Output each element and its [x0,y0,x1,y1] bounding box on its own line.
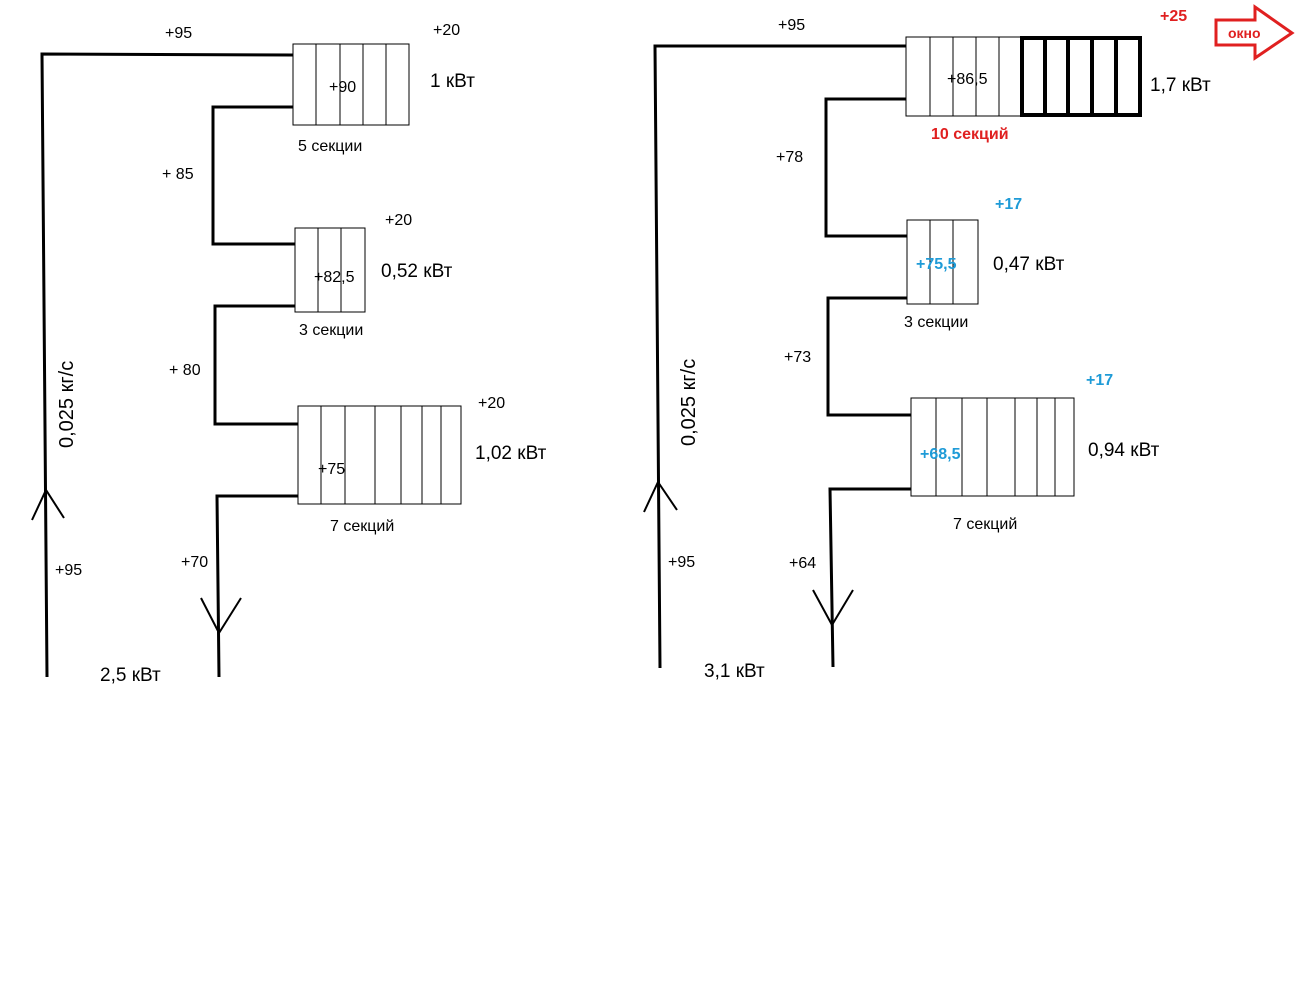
left-radiator-2 [294,227,366,313]
left-rad2-power: 0,52 кВт [381,261,453,282]
left-pipe-2-3 [213,304,298,426]
right-rad1-power: 1,7 кВт [1150,75,1211,96]
left-rad2-sections: 3 секции [299,322,363,339]
right-pipe-temp-2: +73 [784,349,811,366]
left-rad1-power: 1 кВт [430,71,475,92]
right-pipe-1-2 [824,97,907,238]
right-rad3-sections: 7 секций [953,516,1017,533]
right-rad3-power: 0,94 кВт [1088,440,1160,461]
left-rad2-room-temp: +20 [385,212,412,229]
right-pipe-2-3 [826,296,911,417]
left-supply-temp-top: +95 [165,25,192,42]
left-supply-temp-bottom: +95 [55,562,82,579]
left-rad3-room-temp: +20 [478,395,505,412]
right-total-power: 3,1 кВт [704,661,765,682]
left-rad1-room-temp: +20 [433,22,460,39]
right-flow-rate: 0,025 кг/с [678,359,700,446]
right-supply-temp-top: +95 [778,17,805,34]
left-total-power: 2,5 кВт [100,665,161,686]
right-rad2-power: 0,47 кВт [993,254,1065,275]
left-rad2-temp: +82,5 [314,269,355,286]
left-return-pipe [215,494,298,678]
right-rad1-temp: +86,5 [947,71,988,88]
left-rad1-sections: 5 секции [298,138,362,155]
right-rad2-temp: +75,5 [916,256,957,273]
right-radiator-1 [905,36,1142,117]
right-return-temp: +64 [789,555,816,572]
left-flow-rate: 0,025 кг/с [56,361,78,448]
right-supply-riser [653,44,906,669]
right-rad2-room-temp: +17 [995,196,1022,213]
left-rad3-temp: +75 [318,461,345,478]
right-scheme: окно +95 +95 0,025 кг/с 3,1 кВт +64 +78 … [643,4,1295,682]
right-radiator-2 [906,219,979,305]
right-up-arrow-icon [643,479,678,513]
right-rad1-room-temp: +25 [1160,8,1187,25]
right-rad2-sections: 3 секции [904,314,968,331]
right-rad3-room-temp: +17 [1086,372,1113,389]
left-up-arrow-icon [31,487,65,521]
left-radiator-3 [297,405,462,505]
left-rad3-sections: 7 секций [330,518,394,535]
left-pipe-temp-2: + 80 [169,362,201,379]
left-rad3-power: 1,02 кВт [475,443,547,464]
right-return-pipe [828,487,911,668]
left-rad1-temp: +90 [329,79,356,96]
left-down-arrow-icon [200,597,242,636]
right-supply-temp-bottom: +95 [668,554,695,571]
left-scheme: +95 +95 0,025 кг/с 2,5 кВт +70 + 85 + 80… [31,22,547,686]
left-pipe-1-2 [211,105,295,246]
left-radiator-1 [292,43,410,126]
left-return-temp: +70 [181,554,208,571]
right-radiator-3 [910,397,1075,497]
right-rad3-temp: +68,5 [920,446,961,463]
left-supply-riser [40,52,294,678]
left-pipe-temp-1: + 85 [162,166,194,183]
right-down-arrow-icon [812,589,854,628]
right-rad1-sections: 10 секций [931,126,1009,143]
right-pipe-temp-1: +78 [776,149,803,166]
window-label: окно [1228,25,1261,41]
window-arrow-icon: окно [1214,4,1295,61]
